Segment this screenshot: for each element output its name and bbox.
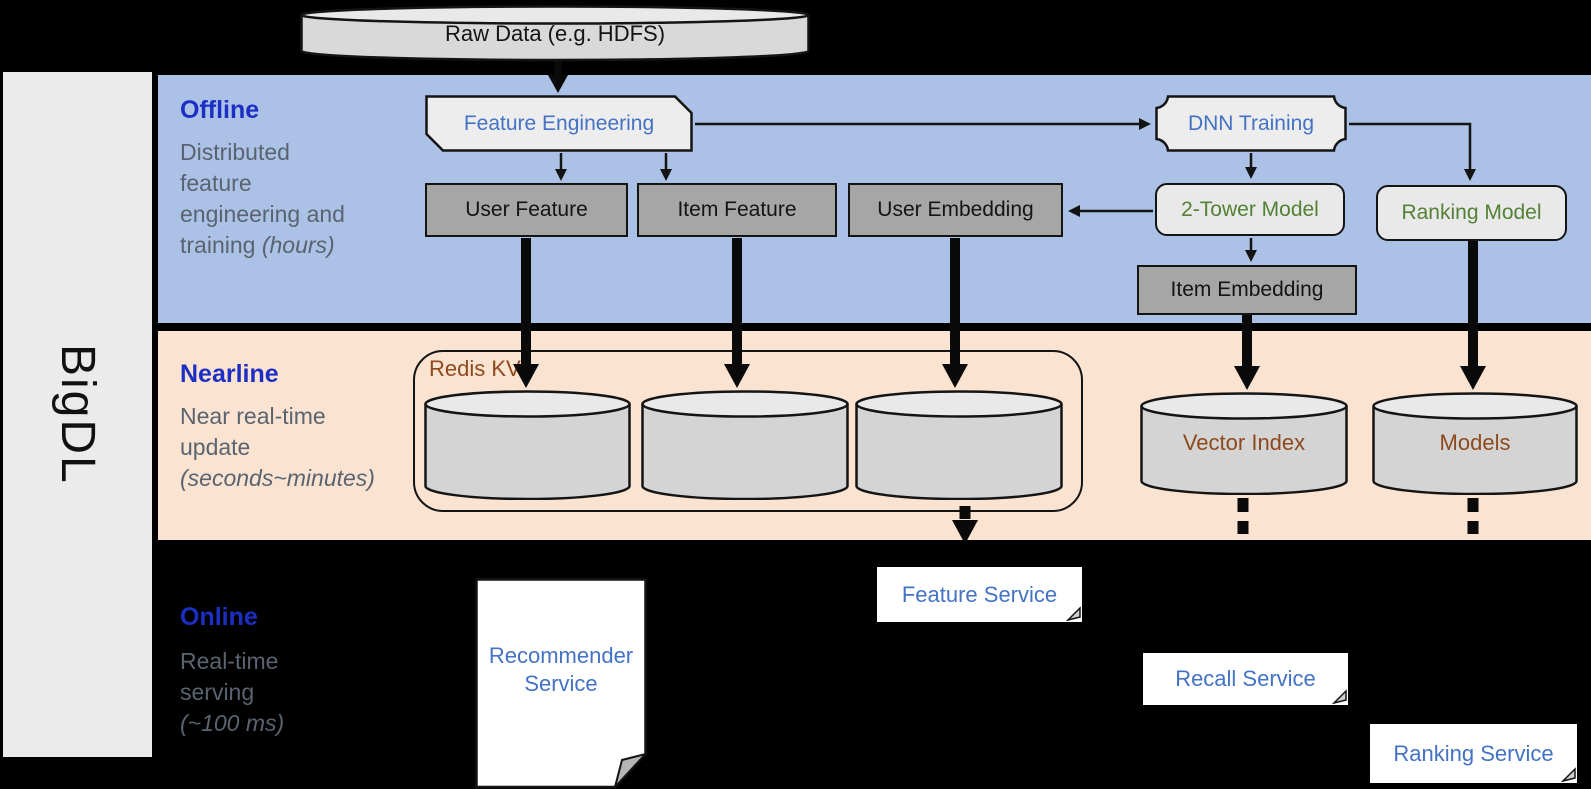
user-embedding-label: User Embedding xyxy=(877,198,1034,221)
node-ranking-service: Ranking Service xyxy=(1370,724,1577,783)
recommender-service-label: Recommender Service xyxy=(488,643,634,696)
user-feature-label: User Feature xyxy=(465,198,588,221)
vector-index-label: Vector Index xyxy=(1182,430,1306,455)
bigdl-logo: BigDL xyxy=(51,344,104,485)
folded-corner-icon xyxy=(1331,689,1347,704)
item-embedding-label: Item Embedding xyxy=(1170,278,1324,301)
kv-store-cylinder-3 xyxy=(855,390,1063,500)
kv-store-cylinder-2 xyxy=(641,390,849,500)
online-section-label: Online Real-time serving (~100 ms) xyxy=(180,603,430,739)
node-item-embedding: Item Embedding xyxy=(1137,265,1357,315)
cylinder-icon xyxy=(1372,392,1578,495)
item-feature-label: Item Feature xyxy=(677,198,797,221)
node-feature-engineering: Feature Engineering xyxy=(425,95,693,152)
nearline-description: Near real-time update (seconds~minutes) xyxy=(180,403,375,491)
node-ranking-model: Ranking Model xyxy=(1376,185,1567,241)
dnn-training-label: DNN Training xyxy=(1187,111,1315,135)
recall-service-label: Recall Service xyxy=(1175,666,1316,691)
cylinder-icon xyxy=(855,390,1063,500)
cylinder-icon xyxy=(1140,392,1348,495)
cylinder-icon xyxy=(641,390,849,500)
raw-data-label: Raw Data (e.g. HDFS) xyxy=(444,20,666,46)
online-title: Online xyxy=(180,603,258,631)
offline-description: Distributed feature engineering and trai… xyxy=(180,139,345,258)
node-user-feature: User Feature xyxy=(425,183,628,237)
nearline-title: Nearline xyxy=(180,360,279,388)
two-tower-model-label: 2-Tower Model xyxy=(1181,197,1319,221)
models-store: Models xyxy=(1372,392,1578,495)
folded-corner-icon xyxy=(1560,767,1576,782)
document-shape xyxy=(475,578,647,789)
redis-kv-group: Redis KV xyxy=(413,350,1083,512)
folded-corner-icon xyxy=(1065,606,1081,621)
node-recommender-service: Recommender Service xyxy=(475,578,647,789)
node-recall-service: Recall Service xyxy=(1143,653,1348,705)
feature-service-label: Feature Service xyxy=(901,581,1058,607)
plaque-shape xyxy=(1155,95,1347,152)
ranking-service-label: Ranking Service xyxy=(1393,740,1554,766)
node-dnn-training: DNN Training xyxy=(1155,95,1347,152)
online-description: Real-time serving (~100 ms) xyxy=(180,648,285,736)
cylinder-icon xyxy=(424,390,631,500)
offline-title: Offline xyxy=(180,96,260,124)
offline-section-label: Offline Distributed feature engineering … xyxy=(180,96,430,261)
ranking-model-label: Ranking Model xyxy=(1401,201,1542,224)
raw-data-source: Raw Data (e.g. HDFS) xyxy=(300,5,810,62)
node-two-tower-model: 2-Tower Model xyxy=(1155,183,1345,236)
redis-kv-label: Redis KV xyxy=(429,356,521,381)
bigdl-sidebar: BigDL xyxy=(3,72,152,757)
node-item-feature: Item Feature xyxy=(637,183,837,237)
nearline-section-label: Nearline Near real-time update (seconds~… xyxy=(180,360,440,494)
snip-shape xyxy=(425,95,693,152)
node-feature-service: Feature Service xyxy=(877,567,1082,622)
vector-index-store: Vector Index xyxy=(1140,392,1348,495)
feature-engineering-label: Feature Engineering xyxy=(463,111,655,135)
cylinder-icon xyxy=(300,5,810,62)
models-label: Models xyxy=(1439,430,1511,455)
kv-store-cylinder-1 xyxy=(424,390,631,500)
node-user-embedding: User Embedding xyxy=(848,183,1063,237)
